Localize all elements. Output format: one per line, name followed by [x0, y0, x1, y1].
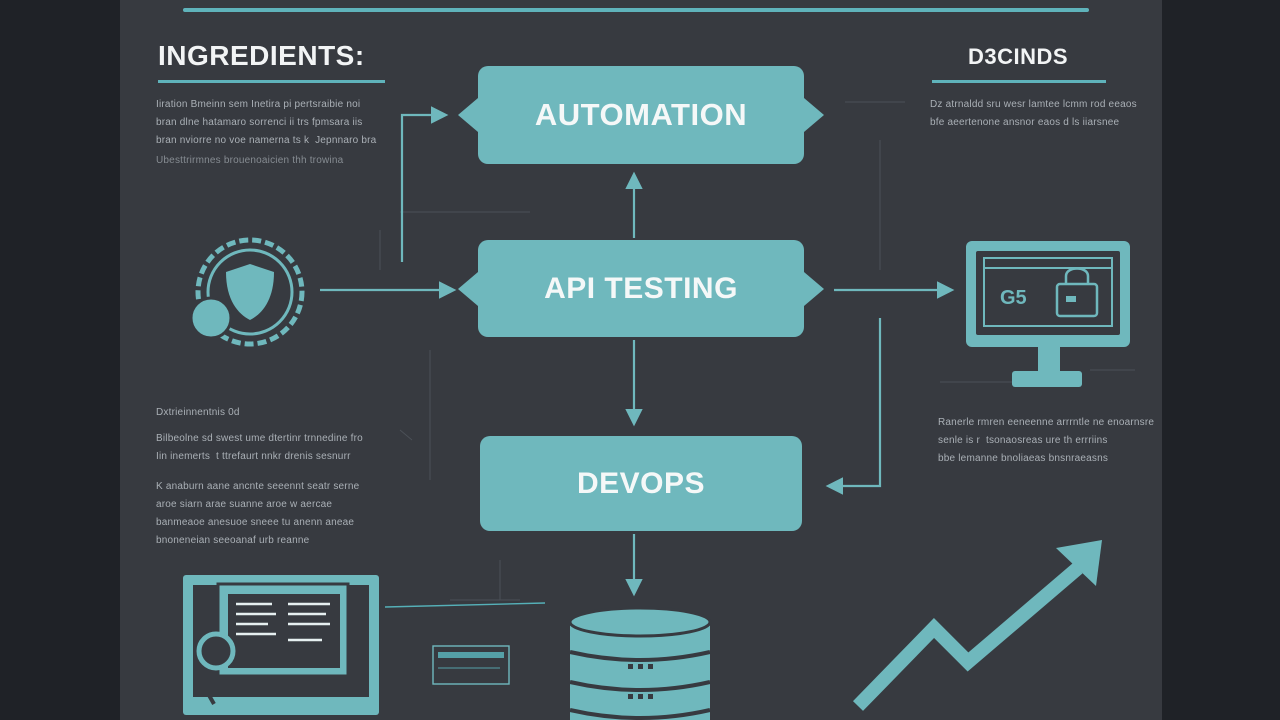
background-guides	[379, 101, 1135, 601]
flow-connectors	[320, 106, 955, 608]
right-heading-underline	[932, 80, 1106, 83]
left-paragraph-low: K anaburn aane ancnte seeennt seatr sern…	[156, 481, 360, 546]
left-paragraph-top: Iiration Bmeinn sem Inetira pi pertsraib…	[156, 99, 377, 146]
document-screen-icon	[183, 575, 379, 715]
left-paragraph-mid: Bilbeolne sd swest ume dtertinr trnnedin…	[156, 433, 363, 462]
left-heading: INGREDIENTS:	[158, 40, 365, 71]
small-device-icon	[432, 645, 510, 685]
growth-arrow-icon	[852, 540, 1102, 711]
shield-badge-icon	[189, 237, 305, 347]
monitor-lock-icon: G5	[966, 241, 1130, 387]
right-paragraph-mid: Ranerle rmren eeneenne arrrntle ne enoar…	[938, 417, 1155, 464]
connector-left-to-automation	[400, 106, 449, 262]
devops-node: DEVOPS	[480, 436, 802, 531]
svg-text:G5: G5	[1000, 287, 1027, 309]
top-divider	[183, 8, 1089, 12]
connector-monitor-to-devops	[825, 318, 882, 495]
left-heading-underline	[158, 80, 385, 83]
node-side-tabs	[458, 98, 824, 306]
api-testing-node: API TESTING	[478, 240, 804, 337]
right-heading: D3CINDS	[968, 44, 1069, 69]
connector-screen-to-database	[384, 602, 546, 608]
left-paragraph-mid-heading: Dxtrieinnentnis 0d	[156, 407, 240, 418]
left-paragraph-top-sub: Ubesttrirmnes brouenoaicien thh trowina	[156, 155, 344, 166]
right-paragraph-top: Dz atrnaldd sru wesr lamtee lcmm rod eea…	[930, 99, 1137, 128]
database-icon	[568, 606, 712, 720]
automation-node: AUTOMATION	[478, 66, 804, 164]
